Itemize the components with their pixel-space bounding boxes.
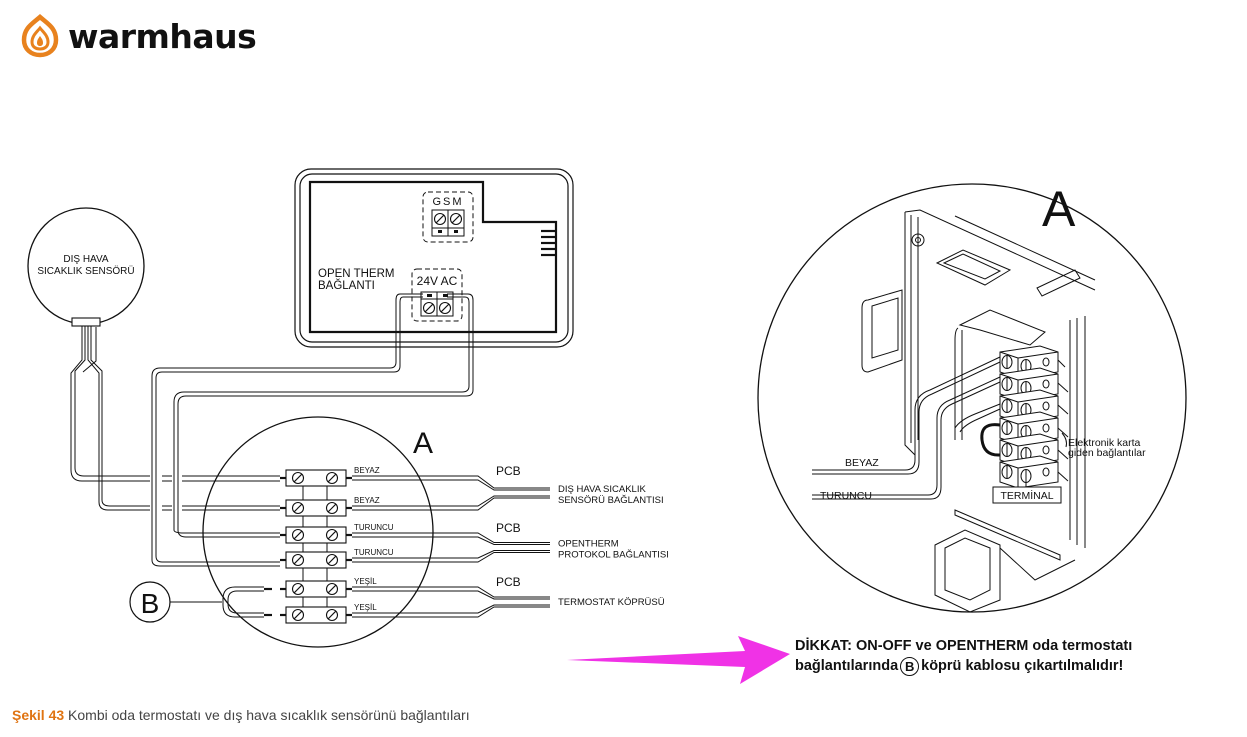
bridge-marker: B — [141, 588, 160, 619]
pcb-group: PCB TERMOSTAT KÖPRÜSÜ — [470, 575, 665, 618]
wire-label: TURUNCU — [354, 523, 394, 532]
bridge-wire — [980, 423, 1001, 457]
bridge-marker-inline: B — [900, 657, 920, 676]
opentherm-label-line1: OPEN THERM — [318, 268, 394, 280]
board-connections-line2: giden bağlantılar — [1068, 447, 1146, 459]
terminal-row: BEYAZ — [280, 496, 470, 517]
opentherm-label-line2: BAĞLANTI — [318, 279, 375, 292]
warning-arrow-icon — [567, 636, 790, 684]
warning-note: DİKKAT: ON-OFF ve OPENTHERM oda termosta… — [795, 636, 1132, 676]
detail-a-left: A — [202, 416, 434, 648]
pcb-group-label-line1: TERMOSTAT KÖPRÜSÜ — [558, 597, 665, 608]
terminal-cell — [999, 455, 1059, 489]
outdoor-sensor: DIŞ HAVA SICAKLIK SENSÖRÜ — [27, 207, 145, 327]
sensor-label-line2: SICAKLIK SENSÖRÜ — [37, 265, 134, 277]
pcb-group-label-line1: OPENTHERM — [558, 539, 619, 550]
pcb-group-label-line1: DIŞ HAVA SICAKLIK — [558, 484, 646, 495]
pcb-label: PCB — [496, 521, 521, 535]
terminal-block-3d — [999, 345, 1059, 489]
detail-a-marker-left: A — [413, 427, 433, 460]
sensor-cable — [70, 326, 280, 511]
pcb-group-label-line2: SENSÖRÜ BAĞLANTISI — [558, 495, 664, 506]
control-box: GSM 24V AC OPEN THERM BAĞLANTI — [294, 168, 574, 348]
terminal-row: BEYAZ — [280, 466, 470, 487]
board-connections-line1: Elektronik karta — [1068, 437, 1141, 449]
pcb-label: PCB — [496, 464, 521, 478]
brand-name: warmhaus — [68, 16, 257, 56]
wire-label: BEYAZ — [354, 496, 380, 505]
gsm-label: GSM — [432, 196, 463, 208]
pcb-label: PCB — [496, 575, 521, 589]
flame-icon — [21, 14, 59, 58]
warning-line1: DİKKAT: ON-OFF ve OPENTHERM oda termosta… — [795, 638, 1133, 654]
wire-label: YEŞİL — [354, 577, 377, 586]
warning-line2-after: köprü kablosu çıkartılmalıdır! — [921, 658, 1124, 674]
terminal-row: TURUNCU — [280, 548, 470, 569]
sensor-label-line1: DIŞ HAVA — [63, 254, 109, 265]
warning-line2-before: bağlantılarında — [795, 658, 899, 674]
bridge-b: B — [129, 581, 272, 623]
wire-label: YEŞİL — [354, 603, 377, 612]
power-label: 24V AC — [417, 274, 458, 288]
terminal-strip: BEYAZ BEYAZ TURUNCU TURUNCU YEŞİL YEŞİL — [280, 466, 470, 624]
terminal-row: TURUNCU — [280, 523, 470, 544]
figure-caption: Şekil 43 Kombi oda termostatı ve dış hav… — [12, 707, 470, 723]
terminal-row: YEŞİL — [280, 577, 470, 598]
wire-label: BEYAZ — [354, 466, 380, 475]
detail-a-right: A BEYAZ — [757, 181, 1187, 613]
figure-number: Şekil 43 — [12, 707, 65, 723]
wire-label-beyaz: BEYAZ — [845, 457, 879, 469]
terminal-row: YEŞİL — [280, 603, 470, 624]
brand-logo: warmhaus — [18, 14, 257, 58]
detail-a-marker-right: A — [1042, 181, 1076, 237]
figure-text: Kombi oda termostatı ve dış hava sıcaklı… — [68, 707, 470, 723]
terminal-label: TERMİNAL — [1000, 489, 1053, 502]
opentherm-cable — [151, 293, 474, 567]
wire-label: TURUNCU — [354, 548, 394, 557]
pcb-group-label-line2: PROTOKOL BAĞLANTISI — [558, 550, 669, 561]
wire-label-turuncu: TURUNCU — [820, 490, 872, 502]
